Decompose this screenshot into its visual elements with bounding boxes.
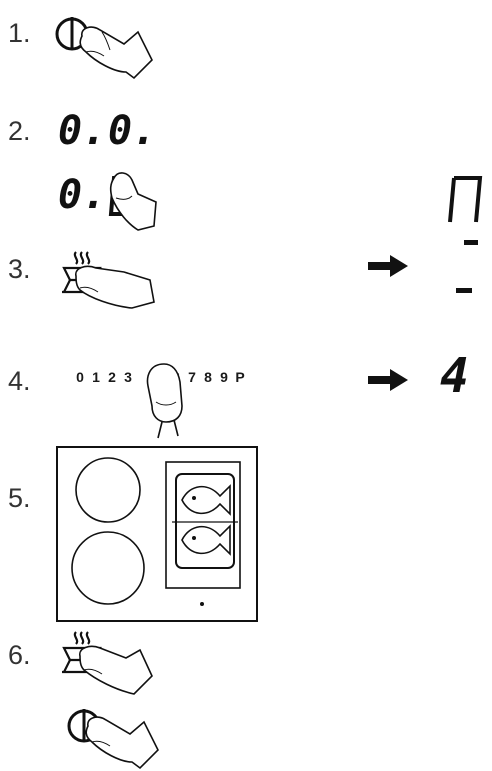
fish-icon (181, 484, 231, 516)
fish-icon (181, 524, 231, 556)
step-number-5: 5. (8, 483, 31, 513)
power-level-3[interactable]: 3 (124, 369, 132, 385)
power-level-2[interactable]: 2 (108, 369, 116, 385)
power-level-p[interactable]: P (235, 369, 245, 385)
pointing-finger-icon (85, 716, 159, 770)
step-number-6: 6. (8, 640, 31, 670)
pointing-finger-icon (109, 172, 157, 231)
pointing-finger-icon (79, 645, 153, 695)
step-number-1: 1. (8, 18, 31, 48)
pointing-finger-icon (75, 265, 155, 309)
power-level-8[interactable]: 8 (204, 369, 212, 385)
pointing-finger-icon (79, 26, 153, 80)
display-0-left: 0. (58, 108, 107, 154)
display-0-bottom: 0. (58, 172, 107, 218)
right-arrow-icon (368, 255, 408, 277)
step-number-2: 2. (8, 116, 31, 146)
right-arrow-icon (368, 369, 408, 391)
power-level-0[interactable]: 0 (76, 369, 84, 385)
power-level-9[interactable]: 9 (220, 369, 228, 385)
power-level-7[interactable]: 7 (188, 369, 196, 385)
power-level-1[interactable]: 1 (92, 369, 100, 385)
pointing-finger-icon (146, 363, 183, 439)
step-number-3: 3. (8, 254, 31, 284)
hob-diagram (56, 446, 258, 622)
result-display: 4 (440, 348, 469, 404)
step-number-4: 4. (8, 366, 31, 396)
right-display-segments (448, 176, 483, 293)
display-0-right: 0. (108, 108, 157, 154)
